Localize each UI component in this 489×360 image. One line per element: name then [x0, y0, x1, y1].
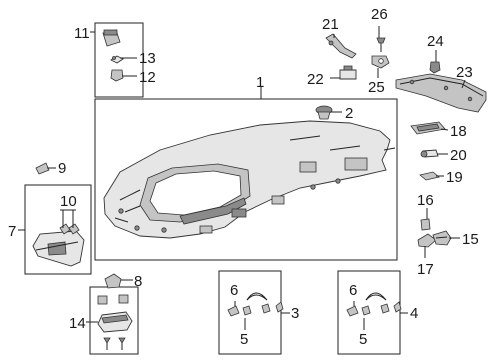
sunvisor-part — [32, 223, 85, 267]
label-5b: 5 — [359, 331, 367, 348]
label-26: 26 — [371, 6, 388, 23]
label-19: 19 — [446, 169, 463, 186]
label-20: 20 — [450, 147, 467, 164]
clip-part-9 — [35, 162, 50, 175]
coat-hook-part-14 — [97, 294, 133, 350]
label-8: 8 — [134, 273, 142, 290]
label-18: 18 — [450, 123, 467, 140]
label-2: 2 — [345, 105, 353, 122]
callout-labels: 1 2 3 4 5 5 6 6 7 8 9 10 11 12 13 14 15 … — [8, 6, 479, 348]
label-1: 1 — [256, 74, 264, 91]
label-3: 3 — [291, 305, 299, 322]
headliner-part — [103, 120, 396, 239]
label-6b: 6 — [349, 282, 357, 299]
label-16: 16 — [417, 192, 434, 209]
label-12: 12 — [139, 69, 156, 86]
label-15: 15 — [462, 231, 479, 248]
lamp-parts-18-20 — [410, 121, 446, 181]
label-13: 13 — [139, 50, 156, 67]
label-6a: 6 — [230, 282, 238, 299]
clip-part-8 — [104, 273, 122, 289]
label-23: 23 — [456, 64, 473, 81]
label-25: 25 — [368, 79, 385, 96]
grab-handle-part-3 — [227, 292, 284, 317]
bracket-parts-15-17 — [417, 218, 452, 248]
label-7: 7 — [8, 223, 16, 240]
label-9: 9 — [58, 160, 66, 177]
bracket-parts-21-26 — [325, 33, 390, 80]
label-5a: 5 — [240, 331, 248, 348]
label-4: 4 — [410, 305, 418, 322]
label-10: 10 — [60, 193, 77, 210]
label-21: 21 — [322, 16, 339, 33]
label-24: 24 — [427, 33, 444, 50]
clip-part-2 — [315, 105, 333, 120]
leader-lines — [18, 26, 466, 330]
label-22: 22 — [307, 71, 324, 88]
label-11: 11 — [74, 25, 90, 42]
label-17: 17 — [417, 261, 434, 278]
label-14: 14 — [69, 315, 86, 332]
grab-handle-part-4 — [346, 292, 402, 317]
